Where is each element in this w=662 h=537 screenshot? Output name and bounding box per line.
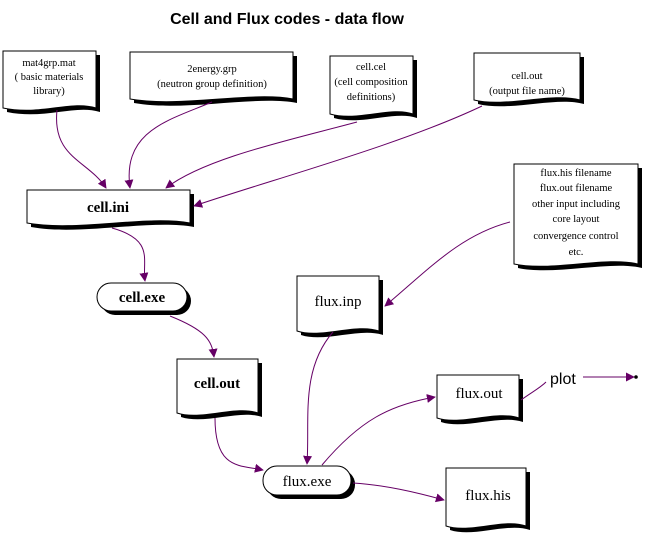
arrow-endpoint-dot bbox=[634, 375, 638, 379]
node-2energy-grp: 2energy.grp (neutron group definition) bbox=[129, 51, 297, 106]
node-cell-out-filename: cell.out (output file name) bbox=[473, 52, 584, 107]
node-flux-input-list: flux.his filename flux.out filename othe… bbox=[513, 163, 642, 271]
node-mat4grp-mat: mat4grp.mat ( basic materials library) bbox=[2, 50, 100, 115]
node-label: flux.exe bbox=[283, 474, 332, 490]
node-flux-exe: flux.exe bbox=[262, 465, 355, 499]
flow-arrows bbox=[56, 101, 638, 503]
arrow-energy-to-cellini bbox=[124, 101, 213, 189]
arrow-cellexe-to-cellout bbox=[169, 315, 218, 358]
arrow-celloutname-to-cellini bbox=[193, 105, 483, 208]
arrow-cellcel-to-cellini bbox=[165, 121, 358, 189]
node-label: (cell composition bbox=[334, 77, 408, 88]
node-cell-cel: cell.cel (cell composition definitions) bbox=[329, 55, 417, 121]
plot-label: plot bbox=[550, 371, 576, 388]
node-label: cell.out bbox=[194, 376, 240, 392]
node-cell-out: cell.out bbox=[176, 358, 262, 420]
arrow-fluxout-to-plot bbox=[520, 381, 547, 401]
node-label: ( basic materials bbox=[15, 72, 84, 83]
node-label: other input including bbox=[532, 199, 621, 210]
arrow-cellout-to-fluxexe bbox=[214, 417, 264, 473]
node-label: definitions) bbox=[347, 92, 396, 103]
node-label: flux.out bbox=[455, 386, 503, 402]
node-label: (output file name) bbox=[489, 86, 565, 97]
node-label: mat4grp.mat bbox=[22, 58, 75, 69]
node-label: (neutron group definition) bbox=[157, 79, 267, 90]
node-cell-exe: cell.exe bbox=[96, 282, 191, 315]
node-label: cell.exe bbox=[119, 290, 166, 306]
node-label: cell.out bbox=[511, 71, 542, 82]
node-label: flux.out filename bbox=[540, 183, 613, 194]
node-label: flux.inp bbox=[314, 294, 361, 310]
arrow-fluxexe-to-fluxout bbox=[321, 393, 436, 466]
node-label: cell.cel bbox=[356, 62, 386, 73]
node-label: library) bbox=[33, 86, 65, 97]
node-label: cell.ini bbox=[87, 200, 129, 216]
node-label: flux.his bbox=[465, 488, 511, 504]
arrow-mat4grp-to-cellini bbox=[56, 109, 107, 189]
arrow-fluxexe-to-fluxhis bbox=[352, 482, 445, 503]
node-flux-his: flux.his bbox=[445, 467, 530, 533]
node-label: convergence control bbox=[533, 231, 618, 242]
diagram-title: Cell and Flux codes - data flow bbox=[170, 11, 404, 28]
node-flux-out: flux.out bbox=[436, 374, 523, 425]
node-label: flux.his filename bbox=[540, 168, 611, 179]
node-label: 2energy.grp bbox=[187, 64, 237, 75]
node-label: etc. bbox=[569, 247, 584, 258]
node-label: core layout bbox=[553, 214, 600, 225]
arrow-fluxinp-to-fluxexe bbox=[303, 331, 334, 465]
arrow-cellini-to-cellexe bbox=[111, 227, 149, 282]
node-cell-ini: cell.ini bbox=[26, 189, 194, 230]
arrow-fluxinput-to-fluxinp bbox=[384, 221, 511, 307]
node-flux-inp: flux.inp bbox=[296, 275, 383, 338]
